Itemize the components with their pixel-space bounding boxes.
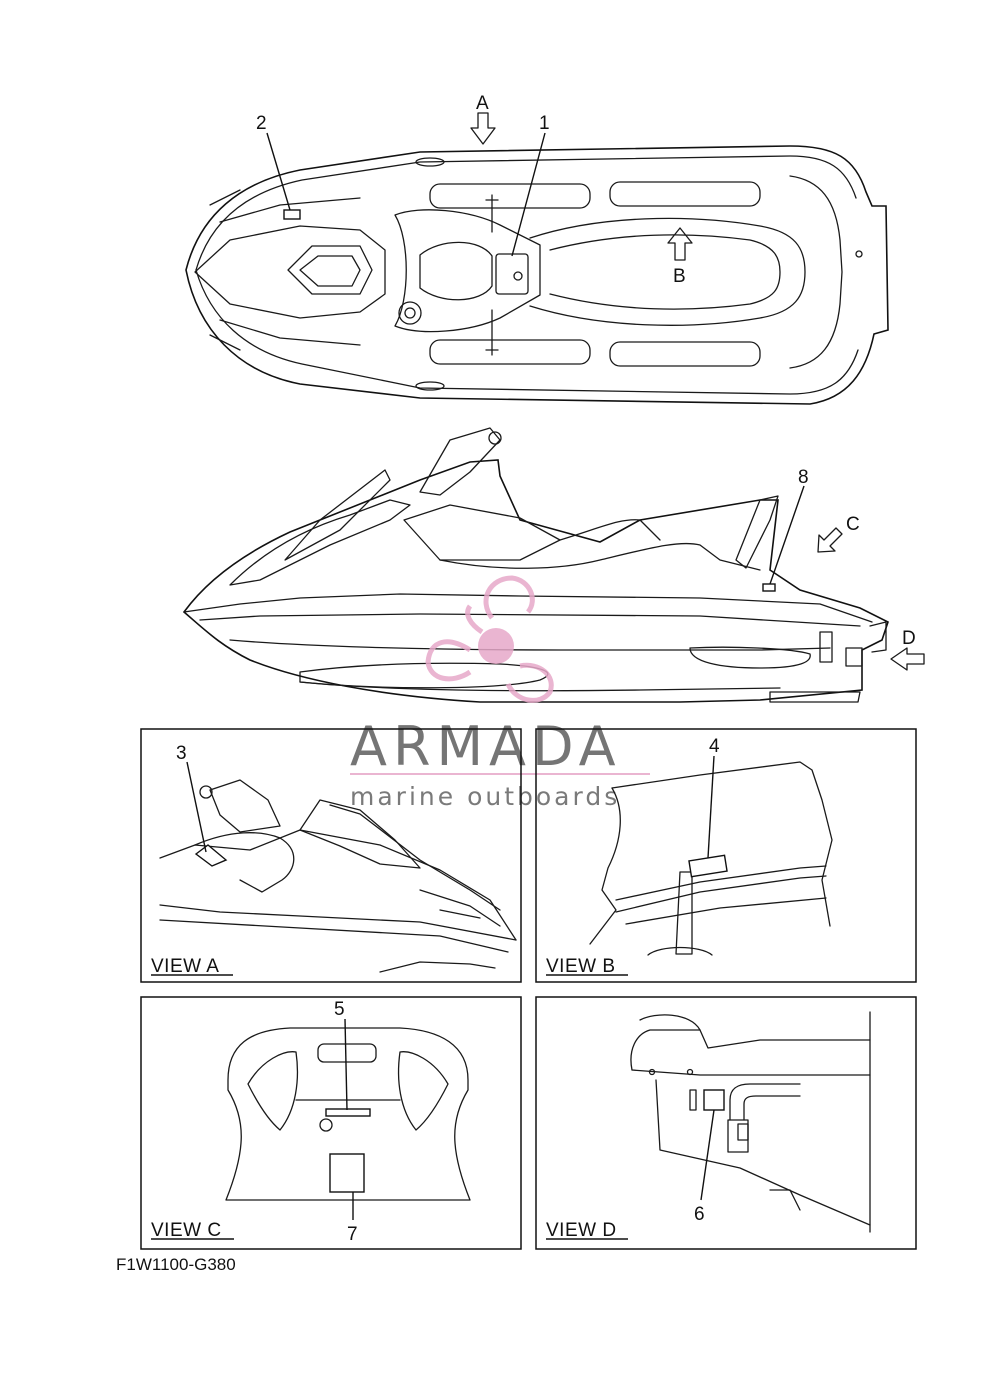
label-7-marker (329, 1153, 365, 1193)
callout-4: 4 (709, 736, 720, 757)
part-code: F1W1100-G380 (116, 1255, 236, 1274)
arrow-letter-b: B (673, 266, 686, 287)
view-a-label: VIEW A (151, 956, 219, 977)
view-b-label: VIEW B (546, 956, 616, 977)
arrow-letter-d: D (902, 628, 916, 649)
view-arrow-a: A (470, 93, 496, 145)
callout-7: 7 (347, 1224, 358, 1245)
leader-2 (266, 132, 291, 211)
armada-logo (350, 575, 650, 775)
view-arrow-c: C (817, 514, 860, 553)
label-2-marker (283, 209, 301, 220)
callout-1: 1 (539, 113, 550, 134)
watermark-tagline: marine outboards (350, 782, 620, 811)
label-3-marker (194, 844, 228, 867)
view-d-label: VIEW D (546, 1220, 617, 1241)
view-arrow-b: B (667, 227, 693, 287)
callout-5: 5 (334, 999, 345, 1020)
view-c-panel: 5 7 VIEW C (140, 996, 522, 1250)
label-6-marker (703, 1089, 725, 1111)
view-c-label: VIEW C (151, 1220, 222, 1241)
view-arrow-d: D (890, 628, 925, 671)
callout-2: 2 (256, 113, 267, 134)
arrow-letter-c: C (846, 514, 860, 535)
callout-8: 8 (798, 467, 809, 488)
side-view-drawing (182, 427, 889, 703)
view-b-panel: 4 VIEW B (535, 728, 917, 983)
leader-1 (511, 132, 546, 257)
callout-6: 6 (694, 1204, 705, 1225)
arrow-letter-a: A (476, 93, 489, 114)
callout-3: 3 (176, 743, 187, 764)
view-a-panel: 3 VIEW A (140, 728, 522, 983)
watermark-brand: ARMADA (350, 715, 622, 778)
leader-5 (344, 1018, 348, 1111)
leader-6 (700, 1109, 715, 1201)
label-4-marker (688, 854, 728, 878)
leader-3 (186, 761, 207, 853)
label-8-marker (762, 583, 776, 592)
view-d-panel: 6 VIEW D (535, 996, 917, 1250)
leader-4 (707, 755, 715, 859)
leader-8 (769, 485, 805, 585)
label-5-marker (325, 1108, 371, 1117)
top-view-drawing (185, 145, 889, 405)
